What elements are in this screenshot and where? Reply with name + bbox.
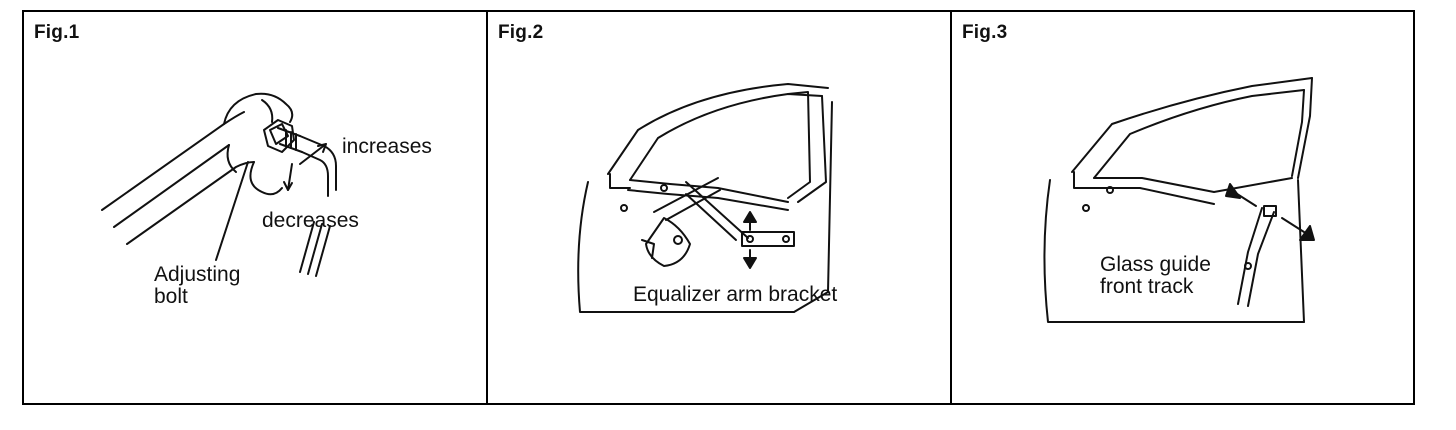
glass-guide-front-track-label-line2: front track (1100, 275, 1194, 298)
wrench-adjusting-bolt-illustration (101, 92, 337, 277)
figure-1-label: Fig.1 (34, 22, 80, 43)
door-glass-guide-illustration (1043, 77, 1315, 323)
figure-3-panel: Fig.3 Glass (952, 12, 1413, 403)
door-equalizer-illustration (577, 83, 833, 313)
increases-label: increases (342, 135, 432, 158)
figure-1-panel: Fig.1 (24, 12, 488, 403)
figure-sheet: Fig.1 (22, 10, 1415, 405)
decreases-label: decreases (262, 209, 359, 232)
equalizer-arm-bracket-label: Equalizer arm bracket (633, 283, 838, 306)
glass-guide-front-track-label-line1: Glass guide (1100, 253, 1211, 276)
adjusting-bolt-label-line1: Adjusting (154, 263, 241, 286)
figure-3-label: Fig.3 (962, 22, 1008, 43)
figure-2-panel: Fig.2 (488, 12, 952, 403)
figure-2-label: Fig.2 (498, 22, 544, 43)
adjusting-bolt-label-line2: bolt (154, 285, 188, 308)
